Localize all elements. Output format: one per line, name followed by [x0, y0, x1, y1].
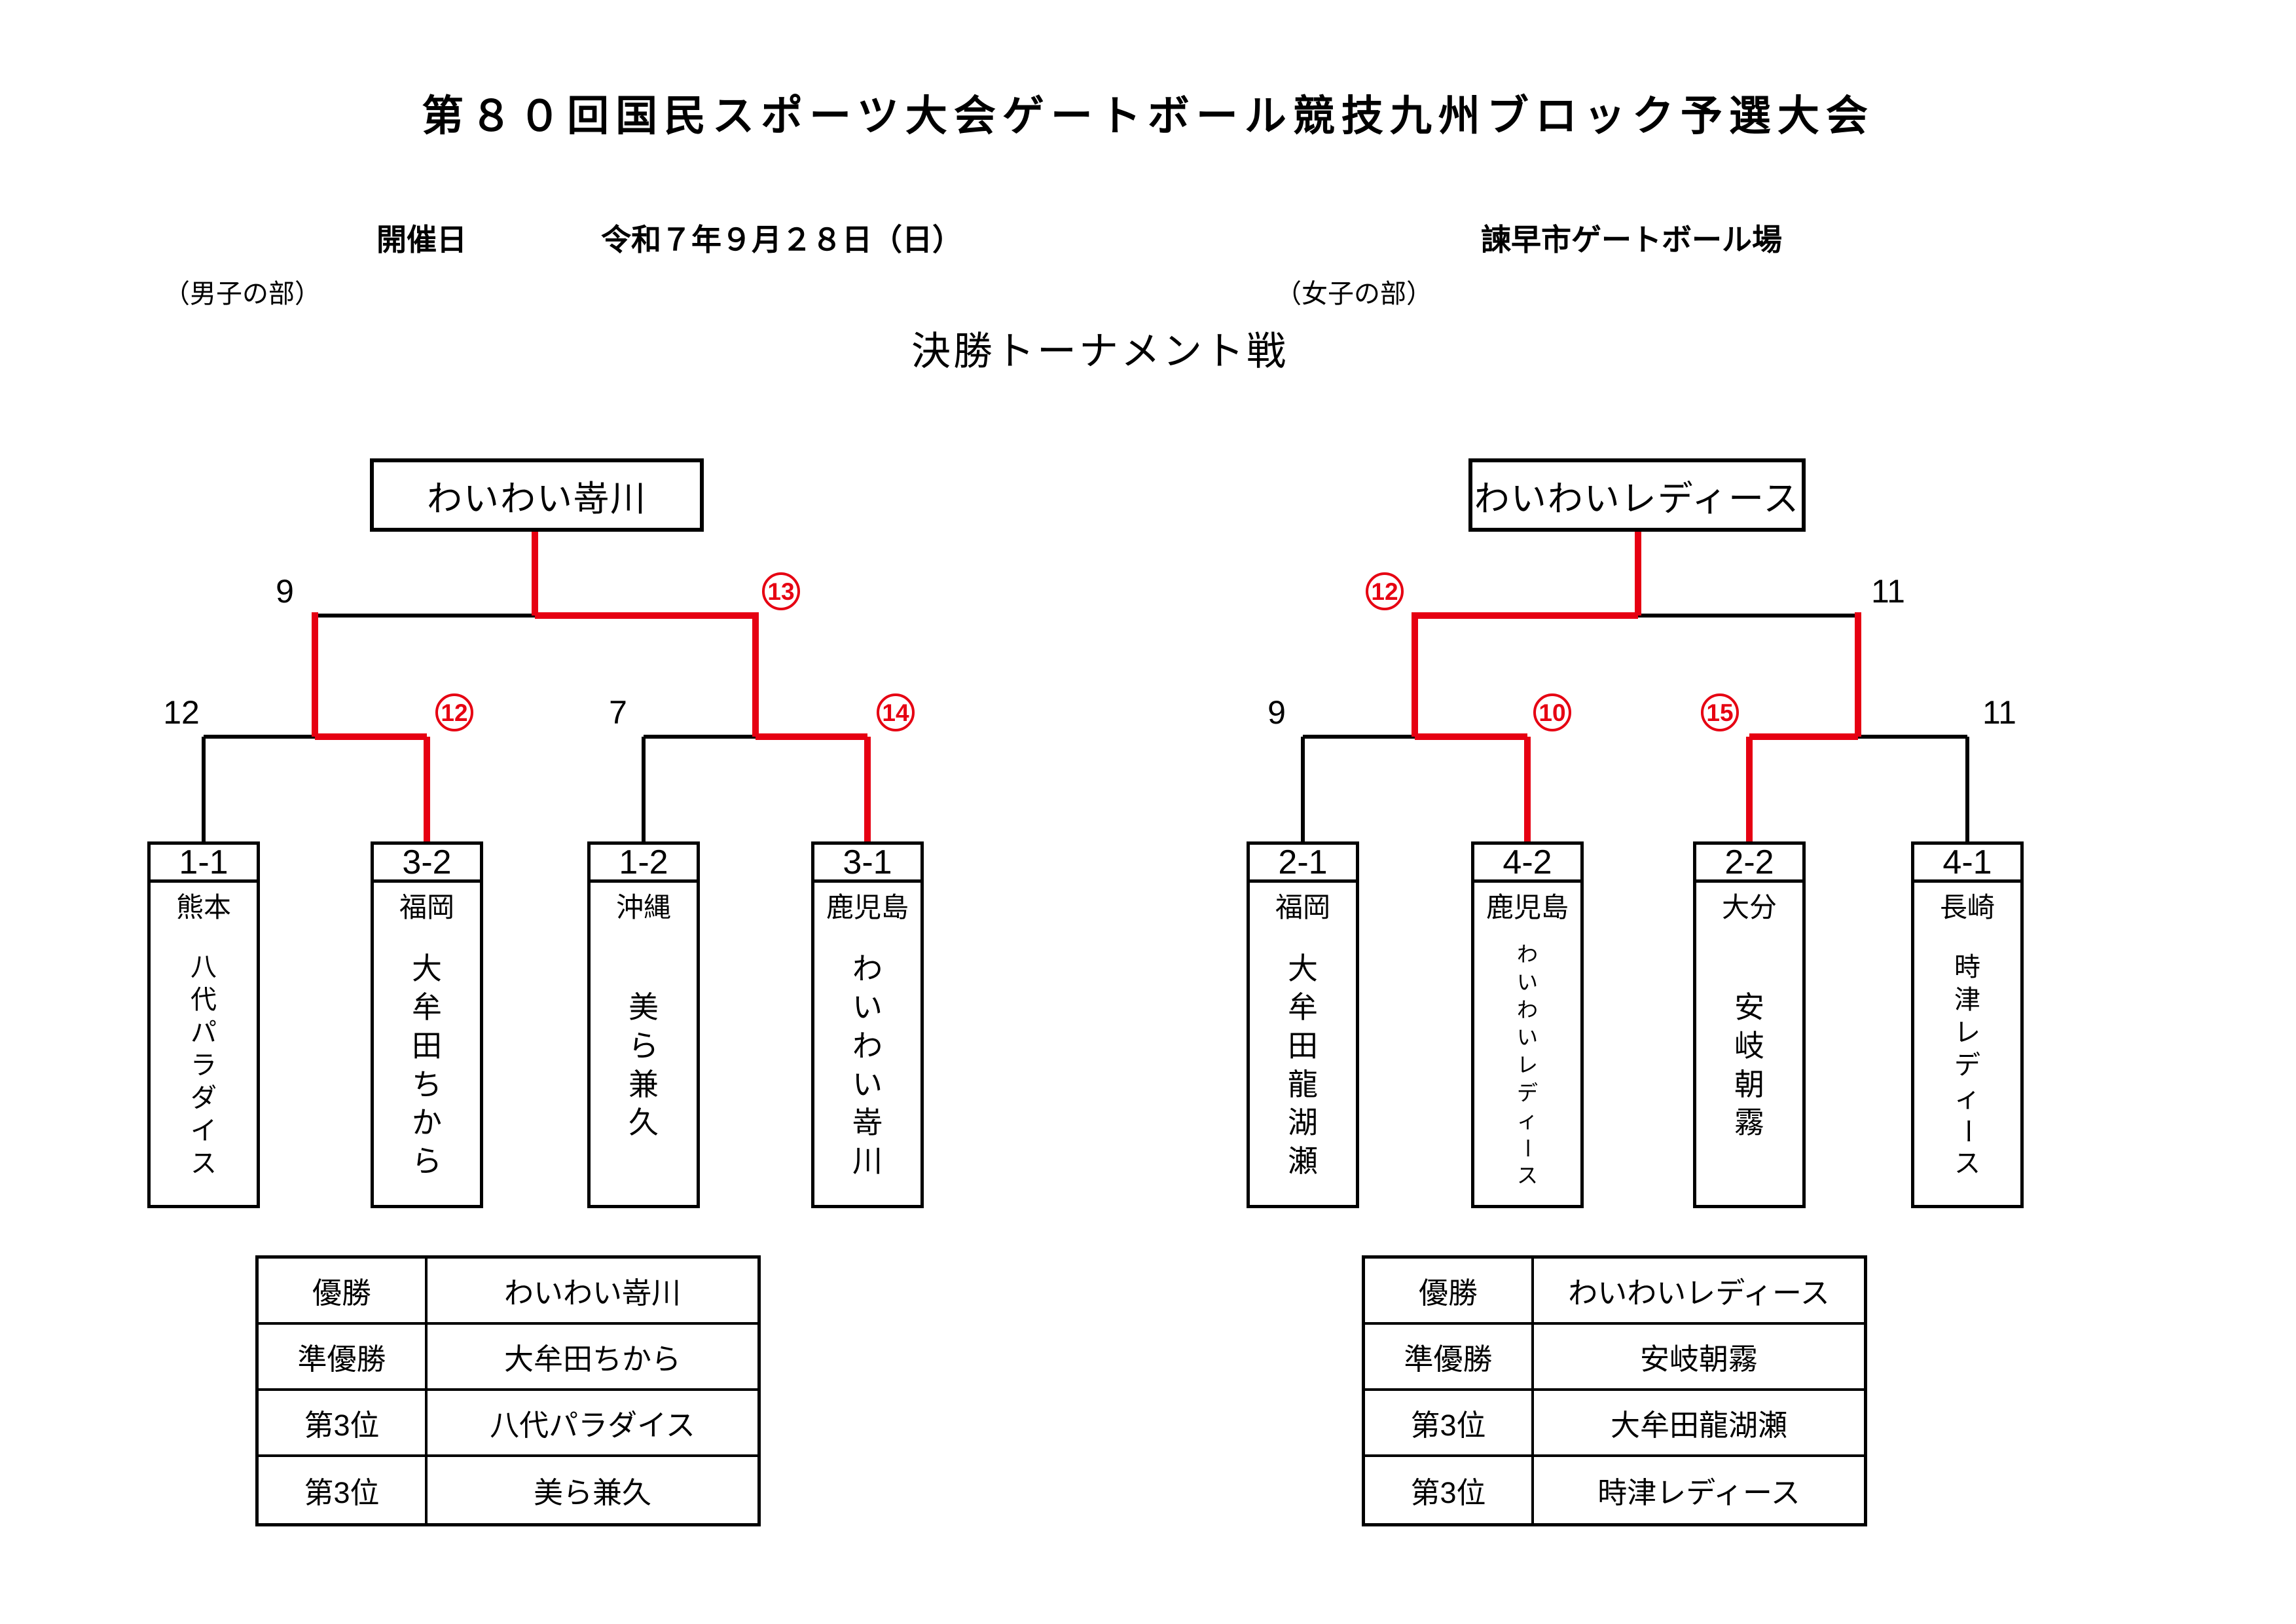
team-box-men-3-1: 3-1 鹿児島 わいわい嵜川 — [811, 841, 924, 1208]
bracket-title: 決勝トーナメント戦 — [911, 329, 1288, 373]
team-number: 2-2 — [1696, 843, 1802, 883]
women-semi2-right-number: 11 — [1982, 694, 2016, 731]
rank-cell: 準優勝 — [259, 1325, 428, 1388]
women-semi1-left-number: 9 — [1267, 694, 1286, 731]
team-cell: 時津レディース — [1597, 1476, 1800, 1509]
team-name: 八代パラダイス — [191, 952, 217, 1178]
rank-cell: 第3位 — [259, 1457, 428, 1523]
results-row: 優勝 わいわいレディース — [1365, 1259, 1864, 1325]
team-number: 2-1 — [1250, 843, 1356, 883]
event-date-value: 令和７年９月２８日（日） — [601, 223, 962, 257]
team-number: 3-1 — [814, 843, 920, 883]
team-number: 3-2 — [374, 843, 480, 883]
team-prefecture: 長崎 — [1939, 892, 1995, 923]
rank-cell: 優勝 — [1365, 1259, 1534, 1322]
women-semi2-left-number-circled: 15 — [1701, 693, 1739, 731]
rank-cell: 第3位 — [259, 1391, 428, 1454]
team-cell: 安岐朝霧 — [1639, 1342, 1758, 1376]
results-row: 準優勝 大牟田ちから — [259, 1325, 757, 1391]
men-semi2-right-number-circled: 14 — [877, 693, 915, 731]
results-table-men: 優勝 わいわい嵜川 準優勝 大牟田ちから 第3位 八代パラダイス 第3位 美ら兼… — [255, 1255, 761, 1526]
women-final-left-number-circled: 12 — [1366, 572, 1404, 610]
team-prefecture: 福岡 — [1275, 892, 1330, 923]
women-semi1-right-number-circled: 10 — [1533, 693, 1571, 731]
team-box-men-3-2: 3-2 福岡 大牟田ちから — [371, 841, 483, 1208]
men-semi2-left-number: 7 — [609, 694, 627, 731]
team-box-women-2-1: 2-1 福岡 大牟田龍湖瀬 — [1247, 841, 1359, 1208]
men-section-label: （男子の部） — [164, 280, 321, 308]
team-cell: 八代パラダイス — [490, 1409, 695, 1442]
women-champion-box: わいわいレディース — [1468, 458, 1806, 532]
team-number: 1-2 — [591, 843, 697, 883]
men-final-left-number: 9 — [276, 573, 294, 610]
team-box-women-4-2: 4-2 鹿児島 わいわいレディース — [1471, 841, 1584, 1208]
rank-cell: 第3位 — [1365, 1391, 1534, 1454]
team-prefecture: 福岡 — [399, 892, 454, 923]
venue-name: 諫早市ゲートボール場 — [1481, 223, 1782, 257]
team-name: わいわい嵜川 — [852, 951, 883, 1179]
team-number: 4-1 — [1914, 843, 2020, 883]
team-name: わいわいレディース — [1516, 942, 1540, 1188]
team-box-men-1-1: 1-1 熊本 八代パラダイス — [147, 841, 260, 1208]
men-final-right-number-circled: 13 — [762, 572, 800, 610]
team-prefecture: 鹿児島 — [826, 892, 909, 923]
team-prefecture: 沖縄 — [615, 892, 671, 923]
results-row: 準優勝 安岐朝霧 — [1365, 1325, 1864, 1391]
team-name: 大牟田ちから — [412, 951, 442, 1179]
team-name: 安岐朝霧 — [1734, 989, 1764, 1140]
team-box-women-4-1: 4-1 長崎 時津レディース — [1911, 841, 2024, 1208]
team-cell: わいわいレディース — [1568, 1276, 1830, 1310]
rank-cell: 優勝 — [259, 1259, 428, 1322]
results-row: 第3位 時津レディース — [1365, 1457, 1864, 1523]
page-title: 第８０回国民スポーツ大会ゲートボール競技九州ブロック予選大会 — [422, 92, 1874, 139]
team-box-women-2-2: 2-2 大分 安岐朝霧 — [1693, 841, 1806, 1208]
women-final-right-number: 11 — [1871, 573, 1905, 610]
bracket-lines-black — [202, 614, 1969, 841]
team-name: 美ら兼久 — [629, 989, 659, 1140]
results-row: 第3位 大牟田龍湖瀬 — [1365, 1391, 1864, 1457]
team-box-men-1-2: 1-2 沖縄 美ら兼久 — [587, 841, 700, 1208]
team-cell: 大牟田龍湖瀬 — [1610, 1409, 1787, 1442]
team-name: 時津レディース — [1953, 952, 1982, 1178]
rank-cell: 準優勝 — [1365, 1325, 1534, 1388]
team-name: 大牟田龍湖瀬 — [1288, 951, 1318, 1179]
women-section-label: （女子の部） — [1275, 280, 1432, 308]
men-semi1-left-number: 12 — [163, 694, 200, 731]
results-row: 第3位 八代パラダイス — [259, 1391, 757, 1457]
men-semi1-right-number-circled: 12 — [435, 693, 473, 731]
team-cell: 美ら兼久 — [533, 1476, 651, 1509]
team-number: 1-1 — [151, 843, 257, 883]
team-prefecture: 大分 — [1721, 892, 1777, 923]
results-table-women: 優勝 わいわいレディース 準優勝 安岐朝霧 第3位 大牟田龍湖瀬 第3位 時津レ… — [1362, 1255, 1867, 1526]
results-row: 第3位 美ら兼久 — [259, 1457, 757, 1523]
rank-cell: 第3位 — [1365, 1457, 1534, 1523]
team-prefecture: 鹿児島 — [1485, 892, 1569, 923]
team-prefecture: 熊本 — [175, 892, 231, 923]
results-row: 優勝 わいわい嵜川 — [259, 1259, 757, 1325]
event-date-label: 開催日 — [376, 223, 467, 257]
bracket-lines-red — [312, 532, 1861, 841]
team-number: 4-2 — [1474, 843, 1580, 883]
team-cell: わいわい嵜川 — [503, 1276, 681, 1310]
men-champion-box: わいわい嵜川 — [370, 458, 704, 532]
team-cell: 大牟田ちから — [503, 1342, 681, 1376]
